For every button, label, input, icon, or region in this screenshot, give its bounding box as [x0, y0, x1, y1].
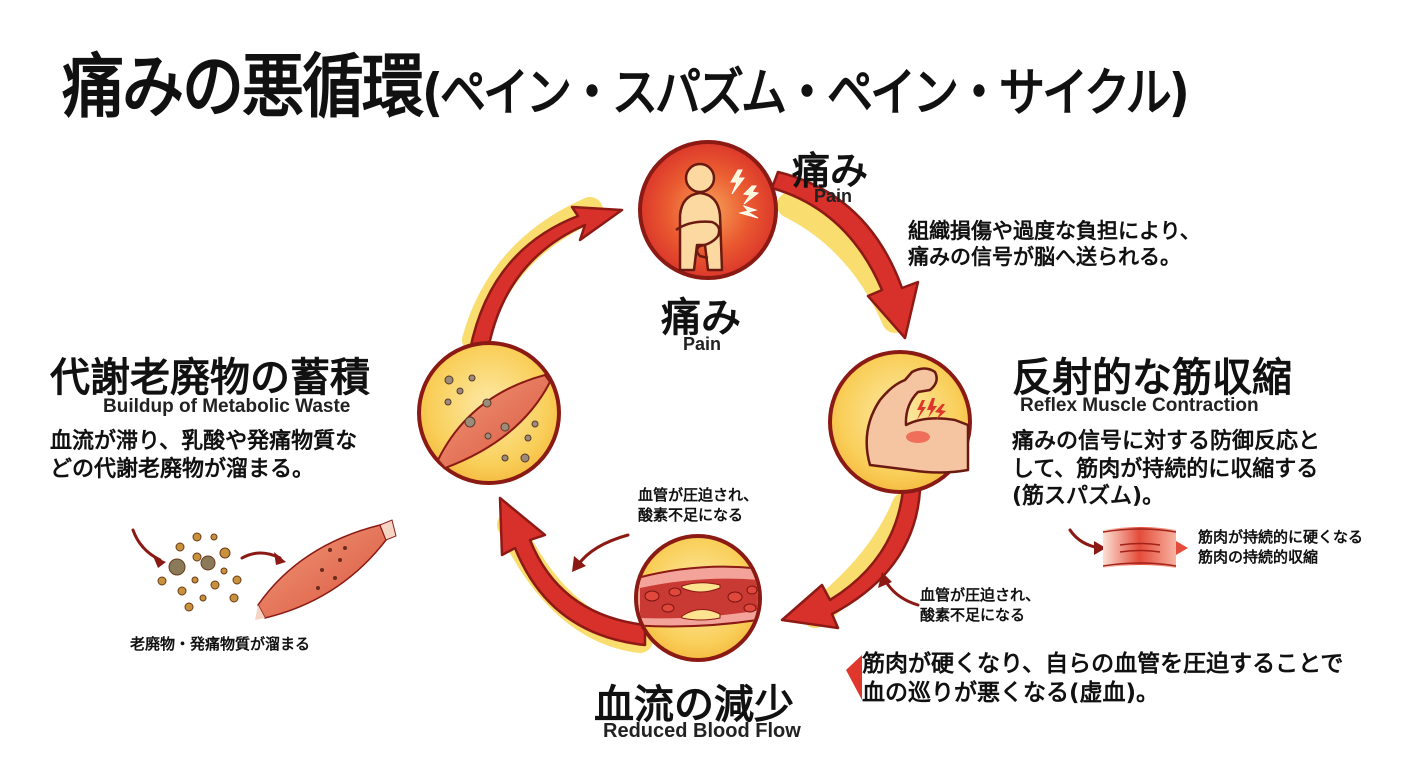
waste-illustration-caption: 老廃物・発痛物質が溜まる [130, 635, 311, 653]
waste-label-jp: 代謝老廃物の蓄積 [50, 355, 370, 401]
muscle-pain-spot-icon [906, 431, 930, 443]
muscle-with-waste-illustration [255, 519, 397, 620]
narrowed-blood-vessel-icon [638, 565, 758, 628]
annotation-arrow-blood-left [576, 533, 630, 567]
annotation-arrow-waste-in [131, 528, 162, 562]
flexed-arm-icon [865, 367, 970, 474]
muscle-with-waste-particles-icon [436, 373, 552, 470]
arrow-waste-to-pain [468, 205, 624, 352]
reflex-label-en: Reflex Muscle Contraction [1020, 395, 1259, 416]
waste-particles-illustration [157, 532, 242, 612]
pain-spark-icon [730, 169, 760, 219]
pain-top-label-en: Pain [814, 186, 853, 206]
reflex-description: 痛みの信号に対する防御反応と して、筋肉が持続的に収縮する (筋スパズム)。 [1012, 429, 1321, 509]
pain-circle [638, 140, 778, 280]
muscle-band-illustration [1102, 527, 1188, 568]
reflex-circle [828, 350, 972, 494]
blood-description: 筋肉が硬くなり、自らの血管を圧迫することで 血の巡りが悪くなる(虚血)。 [862, 651, 1344, 706]
pain-top-label-jp: 痛み [792, 149, 869, 193]
arrow-reflex-to-blood [780, 488, 922, 630]
blood-note-left: 血管が圧迫され、 酸素不足になる [638, 486, 759, 525]
reflex-label-jp: 反射的な筋収縮 [1012, 355, 1292, 401]
title-subtitle: (ペイン・スパズム・ペイン・サイクル) [422, 62, 1190, 123]
waste-circle [417, 341, 561, 485]
cycle-arrows [468, 170, 922, 647]
blood-circle [634, 534, 762, 662]
title-main: 痛みの悪循環 [62, 45, 424, 128]
blood-label-jp: 血流の減少 [594, 682, 794, 728]
person-in-pain-icon [675, 162, 724, 272]
page-title: 痛みの悪循環(ペイン・スパズム・ペイン・サイクル) [62, 30, 1190, 131]
reflex-note: 筋肉が持続的に硬くなる 筋肉の持続的収縮 [1198, 528, 1364, 567]
arrow-blood-to-waste [498, 496, 647, 647]
annotation-arrow-blood-right [883, 578, 920, 607]
pain-description: 組織損傷や過度な負担により、 痛みの信号が脳へ送られる。 [908, 219, 1201, 270]
annotation-arrowheads [153, 541, 1106, 588]
pain-label-jp: 痛み [661, 295, 741, 341]
pain-label-en: Pain [683, 334, 722, 354]
reflex-spark-icon [917, 398, 946, 420]
waste-description: 血流が滞り、乳酸や発痛物質な どの代謝老廃物が溜まる。 [50, 429, 358, 482]
arrow-pain-to-reflex [770, 170, 920, 340]
waste-label-en: Buildup of Metabolic Waste [103, 396, 351, 417]
blood-label-en: Reduced Blood Flow [603, 720, 801, 742]
pointer-triangle-icon [846, 655, 862, 700]
blood-note-right: 血管が圧迫され、 酸素不足になる [920, 586, 1041, 625]
